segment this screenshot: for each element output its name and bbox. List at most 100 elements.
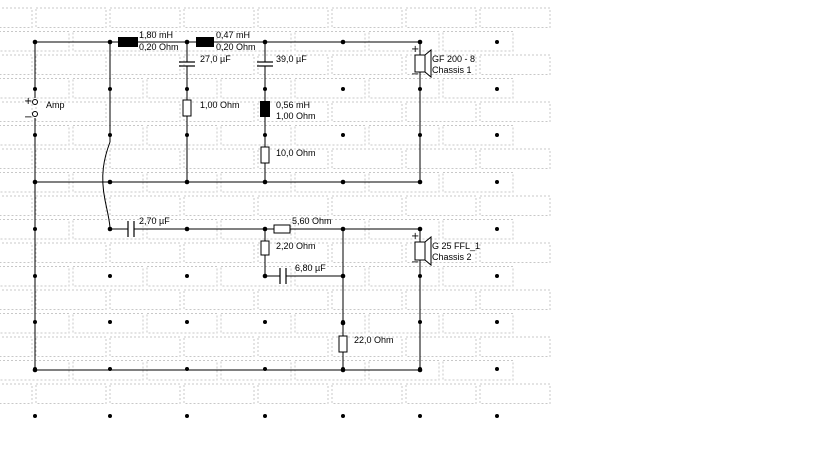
grid-cell <box>405 7 477 28</box>
grid-dot <box>263 414 267 418</box>
junction-dot <box>184 179 190 185</box>
grid-cell <box>109 7 181 28</box>
grid-cell <box>109 336 181 357</box>
grid-cell <box>72 219 144 240</box>
junction-dot <box>32 367 38 373</box>
junction-dot <box>262 179 268 185</box>
l3-resistance: 1,00 Ohm <box>276 111 316 121</box>
grid-cell <box>331 148 403 169</box>
capacitor-c4[interactable] <box>279 268 287 284</box>
resistor-r4[interactable] <box>260 240 270 256</box>
grid-dot <box>33 414 37 418</box>
grid-cell <box>0 383 33 404</box>
grid-dot <box>185 320 189 324</box>
junction-dot <box>417 226 423 232</box>
grid-cell <box>442 219 514 240</box>
junction-dot <box>107 39 113 45</box>
grid-cell <box>442 172 514 193</box>
grid-cell <box>0 289 33 310</box>
grid-cell <box>35 242 107 263</box>
grid-cell <box>183 242 255 263</box>
grid-cell <box>183 383 255 404</box>
grid-cell <box>146 31 218 52</box>
resistor-r3[interactable] <box>273 224 291 234</box>
grid-cell <box>0 266 70 287</box>
grid-dot <box>495 180 499 184</box>
grid-cell <box>0 125 70 146</box>
grid-cell <box>405 289 477 310</box>
resistor-r1[interactable] <box>182 99 192 117</box>
grid-cell <box>109 195 181 216</box>
grid-cell <box>405 101 477 122</box>
grid-cell <box>442 31 514 52</box>
speaker-2-minus: − <box>411 257 420 268</box>
grid-cell <box>109 383 181 404</box>
junction-dot <box>262 39 268 45</box>
amp-minus-sign: − <box>24 112 33 123</box>
grid-cell <box>109 101 181 122</box>
grid-cell <box>442 313 514 334</box>
grid-cell <box>72 266 144 287</box>
grid-cell <box>331 242 403 263</box>
grid-cell <box>146 266 218 287</box>
capacitor-c1[interactable] <box>179 61 195 67</box>
grid-cell <box>294 125 366 146</box>
grid-cell <box>257 101 329 122</box>
grid-dot <box>108 414 112 418</box>
junction-dot <box>107 179 113 185</box>
grid-cell <box>257 148 329 169</box>
wires <box>34 41 421 371</box>
grid-cell <box>220 125 292 146</box>
junction-dot <box>107 226 113 232</box>
grid-cell <box>331 289 403 310</box>
amp-minus-terminal[interactable] <box>32 111 38 117</box>
grid-cell <box>183 195 255 216</box>
junction-dot <box>340 367 346 373</box>
inductor-l2[interactable] <box>196 37 214 47</box>
inductor-l3[interactable] <box>260 101 270 117</box>
r3-value: 5,60 Ohm <box>292 216 332 226</box>
grid-cell <box>183 289 255 310</box>
capacitor-c3[interactable] <box>127 221 135 237</box>
resistor-r5[interactable] <box>338 335 348 353</box>
grid-cell <box>368 266 440 287</box>
speaker-1-chassis: Chassis 1 <box>432 65 472 75</box>
grid-cell <box>109 242 181 263</box>
inductor-l1[interactable] <box>118 37 138 47</box>
grid-cell <box>294 31 366 52</box>
speaker-1-plus: + <box>411 44 420 55</box>
grid-dot <box>341 87 345 91</box>
grid-dot <box>108 274 112 278</box>
grid-dot <box>108 320 112 324</box>
junction-dot <box>340 39 346 45</box>
r4-value: 2,20 Ohm <box>276 241 316 251</box>
speaker-2-icon[interactable] <box>414 235 432 267</box>
grid-cell <box>294 313 366 334</box>
grid-cell <box>72 125 144 146</box>
amp-plus-terminal[interactable] <box>32 99 38 105</box>
junction-dot <box>32 179 38 185</box>
speaker-1-icon[interactable] <box>414 48 432 79</box>
c3-value: 2,70 µF <box>139 216 170 226</box>
grid-cell <box>331 383 403 404</box>
grid-cell <box>220 31 292 52</box>
grid-cell <box>479 54 551 75</box>
resistor-r2[interactable] <box>260 146 270 164</box>
capacitor-c2[interactable] <box>257 61 273 67</box>
grid-cell <box>479 383 551 404</box>
junction-dot <box>340 226 346 232</box>
grid-cell <box>0 242 33 263</box>
grid-cell <box>405 242 477 263</box>
grid-cell <box>257 383 329 404</box>
c4-value: 6,80 µF <box>295 263 326 273</box>
grid-cell <box>405 195 477 216</box>
grid-dot <box>341 133 345 137</box>
amp-plus-sign: + <box>24 96 33 107</box>
grid-cell <box>257 7 329 28</box>
grid-cell <box>35 383 107 404</box>
speaker-2-model: G 25 FFL_1 <box>432 241 481 251</box>
grid-cell <box>109 289 181 310</box>
grid-cell <box>183 7 255 28</box>
grid-cell <box>72 31 144 52</box>
grid-cell <box>0 78 70 99</box>
